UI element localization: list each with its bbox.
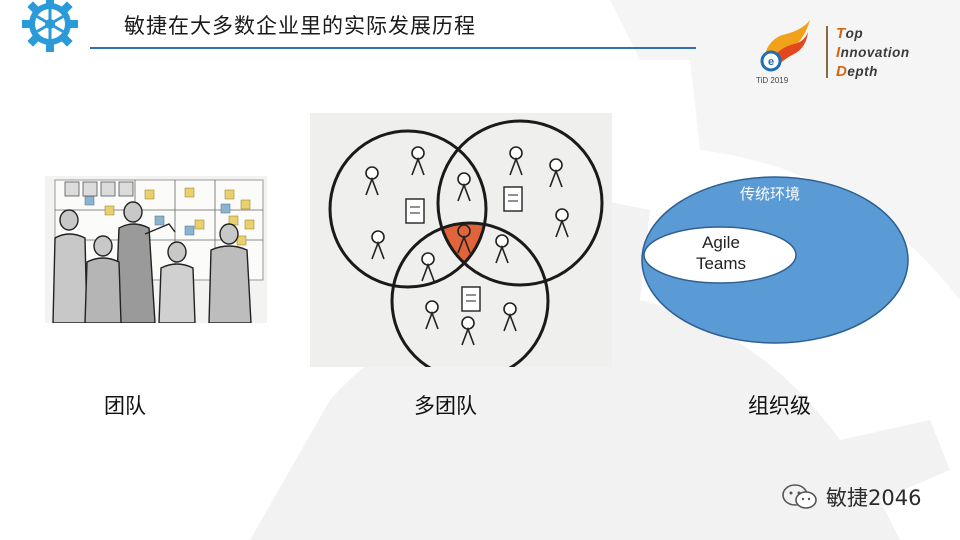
logo-word-top: Top: [836, 25, 864, 42]
logo-word-innovation: Innovation: [836, 44, 910, 61]
wechat-icon: [782, 484, 817, 509]
logo-word-depth: Depth: [836, 63, 878, 80]
document-icons: [405, 186, 523, 312]
multi-team-venn-sketch: [328, 119, 604, 381]
venn-circle-right: [436, 119, 604, 287]
slide-title: 敏捷在大多数企业里的实际发展历程: [124, 14, 476, 38]
team-sketch-image: [52, 179, 264, 323]
caption-multi-team: 多团队: [414, 394, 477, 418]
logo-year: TiD 2019: [756, 76, 789, 85]
caption-organization: 组织级: [748, 394, 811, 418]
watermark-text: 敏捷2046: [826, 486, 922, 510]
flame-logo-icon: e: [760, 20, 810, 72]
organization-ellipse-diagram: [641, 176, 909, 344]
title-underline: [90, 47, 696, 49]
logo-wordmark: Top Innovation Depth: [836, 24, 910, 81]
caption-team: 团队: [104, 394, 146, 418]
agile-teams-ellipse: [643, 226, 797, 284]
gear-icon: [22, 0, 78, 52]
logo-divider: [826, 26, 828, 78]
person-icons: [365, 146, 569, 346]
traditional-environment-label: 传统环境: [740, 185, 801, 203]
agile-teams-label: Agile Teams: [695, 233, 747, 273]
venn-circle-left: [328, 129, 488, 289]
tid-logo: e TiD 2019 Top Innovation Depth: [748, 18, 938, 86]
svg-text:e: e: [768, 56, 774, 68]
multi-team-venn-illustration: [310, 113, 612, 381]
wechat-watermark: 敏捷2046: [780, 483, 921, 511]
team-illustration: [45, 176, 267, 323]
